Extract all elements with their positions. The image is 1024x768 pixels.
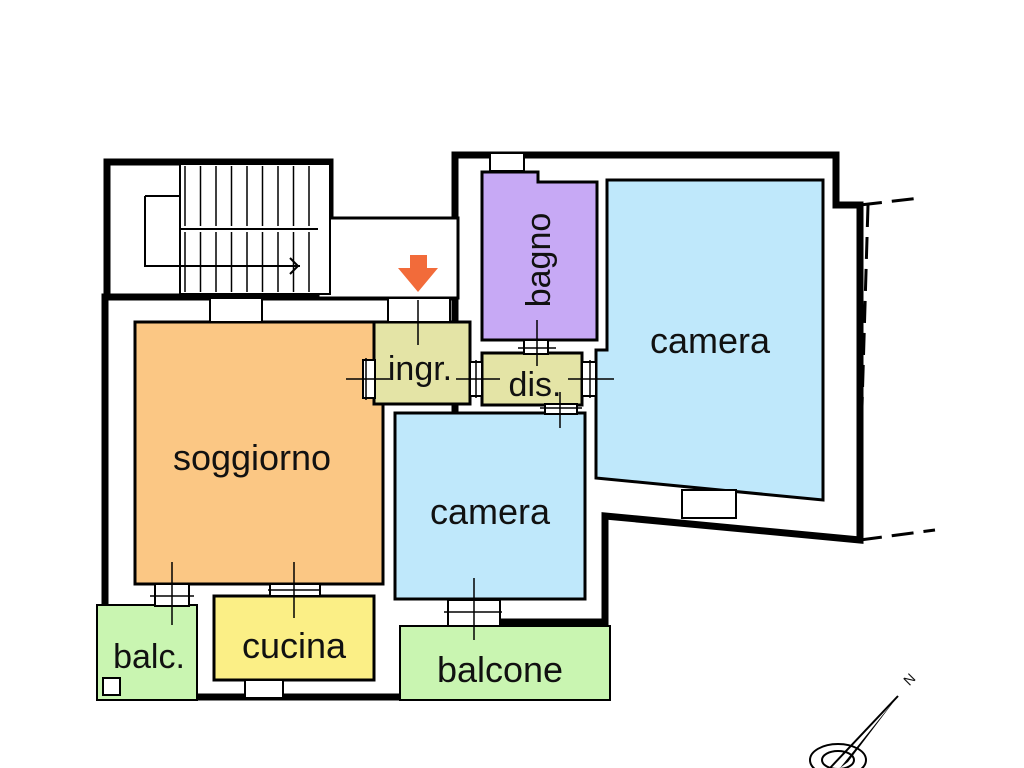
compass: N (809, 670, 919, 768)
door-entrance (387, 297, 451, 323)
label-cucina: cucina (242, 625, 347, 666)
room-camera-large (594, 178, 825, 502)
room-ingr (372, 320, 472, 406)
label-camera-small: camera (430, 491, 551, 532)
label-balcone: balcone (437, 649, 563, 690)
room-camera-small (393, 411, 587, 601)
landing-wall (316, 216, 460, 300)
stair-direction-arrow (289, 257, 300, 275)
label-soggiorno: soggiorno (173, 437, 331, 478)
door-marks (150, 300, 614, 640)
window-cucina (244, 679, 284, 699)
dashed-left (856, 204, 870, 541)
stair-treads (184, 166, 310, 292)
window-camera-large (681, 489, 737, 519)
window-bagno (489, 152, 525, 172)
window-soggiorno-north (209, 297, 263, 323)
label-ingr: ingr. (388, 350, 452, 388)
label-bagno: bagno (520, 213, 558, 308)
room-labels: soggiorno cucina balc. ingr. dis. bagno … (113, 213, 771, 690)
room-soggiorno (133, 320, 385, 586)
adjacent-structure (856, 196, 936, 542)
compass-needle-icon (840, 696, 898, 768)
balc-drain (102, 677, 121, 696)
dashed-top (859, 196, 921, 207)
door-dis-camera-small (544, 403, 578, 415)
label-camera-large: camera (650, 320, 771, 361)
label-balc: balc. (113, 638, 185, 676)
room-balcone (399, 625, 611, 701)
door-bagno (523, 339, 549, 355)
room-bagno (480, 170, 599, 342)
dashed-bottom (859, 528, 936, 542)
stair-rail (144, 195, 300, 267)
label-dis: dis. (509, 366, 562, 404)
staircase (144, 163, 331, 295)
entrance-arrow-icon (398, 255, 438, 292)
compass-north-label: N (900, 670, 918, 688)
